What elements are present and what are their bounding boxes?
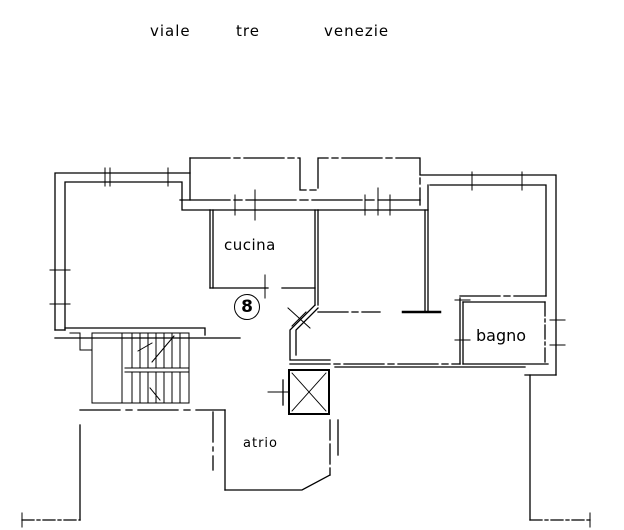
street-word-tre: tre (236, 22, 260, 40)
room-label-kitchen: cucina (224, 236, 276, 254)
dimension-ticks (21, 167, 591, 528)
lobby-walls (79, 409, 339, 491)
street-word-venezie: venezie (324, 22, 390, 40)
street-name-label: viale tre venezie (0, 22, 624, 46)
stairwell (69, 332, 190, 404)
top-balcony-outline (179, 157, 421, 206)
room-label-bathroom: bagno (476, 326, 527, 345)
left-room-walls (54, 172, 241, 339)
street-word-viale: viale (150, 22, 191, 40)
room-label-lobby: atrio (243, 436, 278, 451)
elevator-shaft (267, 369, 330, 415)
unit-number-badge: 8 (234, 294, 260, 320)
unit-number: 8 (241, 297, 253, 317)
right-room-walls (419, 174, 557, 376)
building-outline (21, 374, 591, 521)
door-marks (287, 307, 311, 329)
kitchen-walls (209, 209, 319, 306)
bathroom-walls (459, 297, 549, 366)
middle-room-walls (317, 184, 442, 314)
